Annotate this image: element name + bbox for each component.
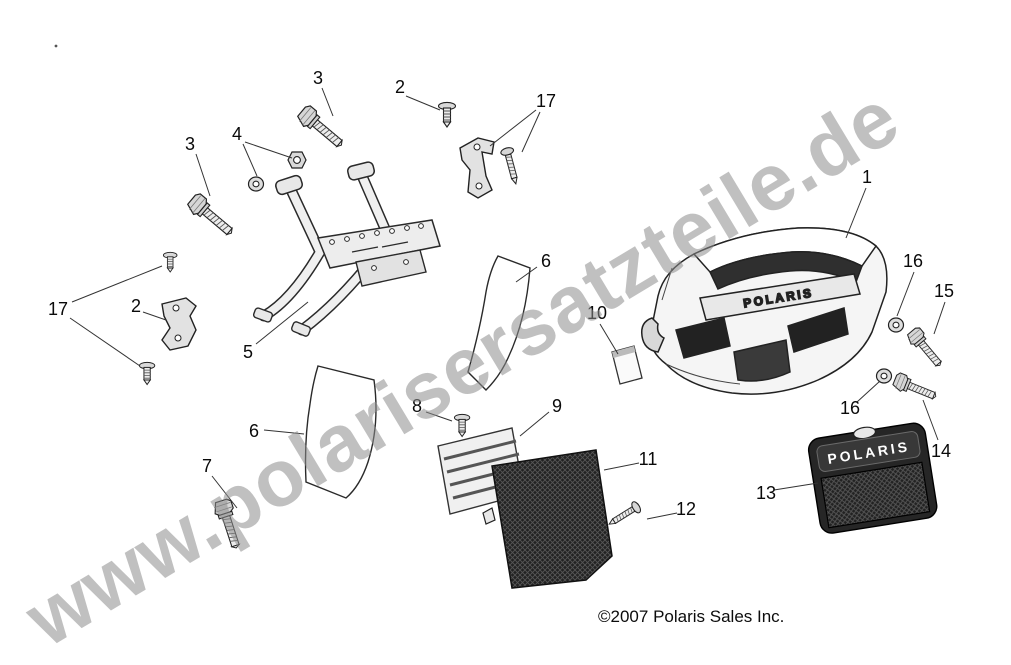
push-rivet-icon: [437, 101, 457, 128]
nut-icon: [287, 151, 307, 169]
leader-lines: [69, 87, 946, 520]
callout-16: 16: [903, 251, 923, 271]
mount-bracket-upper: [459, 137, 495, 199]
washer-icon: [875, 368, 893, 384]
callout-labels: 3 2 17 3 4 1 16 15 17 2 5 6 10 6 8 9 16 …: [48, 68, 954, 519]
hex-bolt-icon: [891, 371, 940, 405]
callout-17: 17: [48, 299, 68, 319]
side-panel-lower: [304, 365, 377, 499]
callout-12: 12: [676, 499, 696, 519]
callout-13: 13: [756, 483, 776, 503]
callout-3: 3: [313, 68, 323, 88]
side-panel-upper: [467, 255, 531, 391]
front-bumper-fascia: POLARIS: [640, 227, 888, 395]
callout-15: 15: [934, 281, 954, 301]
callout-2: 2: [395, 77, 405, 97]
hex-bolt-icon: [904, 325, 947, 372]
callout-6: 6: [249, 421, 259, 441]
rivet-icon: [138, 361, 156, 385]
copyright-text: ©2007 Polaris Sales Inc.: [598, 607, 785, 626]
callout-1: 1: [862, 167, 872, 187]
callout-9: 9: [552, 396, 562, 416]
hex-bolt-icon: [211, 497, 246, 552]
push-rivet-icon: [453, 413, 471, 437]
callout-11: 11: [639, 449, 658, 469]
stray-dot: [54, 44, 58, 48]
callout-16: 16: [840, 398, 860, 418]
screw-icon: [605, 499, 643, 530]
decal: [611, 345, 643, 385]
hex-bolt-icon: [184, 191, 239, 242]
callout-5: 5: [243, 342, 253, 362]
callout-2: 2: [131, 296, 141, 316]
bumper-mount-frame: [252, 161, 441, 337]
hex-bolt-icon: [294, 103, 349, 154]
washer-icon: [247, 176, 265, 192]
screw-icon: [499, 145, 523, 187]
parts-diagram-canvas: POLARIS POLARIS: [48, 44, 954, 589]
callout-17: 17: [536, 91, 556, 111]
callout-8: 8: [412, 396, 422, 416]
front-grille: POLARIS: [807, 422, 938, 534]
callout-14: 14: [931, 441, 951, 461]
callout-6: 6: [541, 251, 551, 271]
mesh-screen: [482, 449, 613, 589]
washer-icon: [887, 317, 905, 333]
mount-bracket-lower: [161, 297, 197, 351]
callout-3: 3: [185, 134, 195, 154]
rivet-icon: [162, 251, 178, 273]
callout-10: 10: [587, 303, 607, 323]
callout-7: 7: [202, 456, 212, 476]
callout-4: 4: [232, 124, 242, 144]
